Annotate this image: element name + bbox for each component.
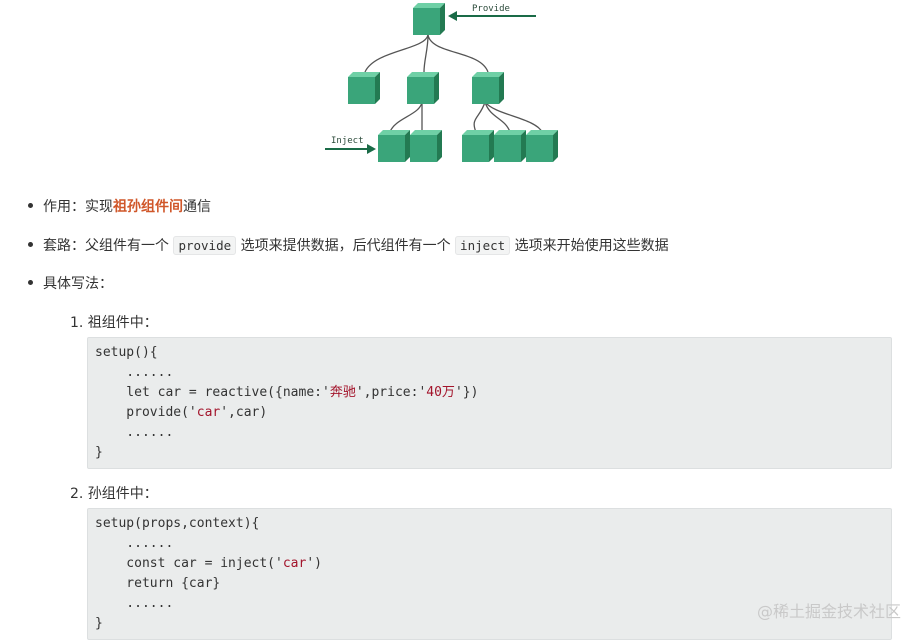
bullet-usage: 具体写法： [28,274,113,294]
inline-code-inject: inject [455,236,511,255]
child-cube-1 [348,72,380,104]
bullet-text: 通信 [183,199,211,215]
bullet-text: 选项来提供数据，后代组件有一个 [240,238,451,254]
inline-code-provide: provide [173,236,237,255]
tree-lines [364,34,543,133]
code-line: ...... [95,425,174,440]
provide-label: Provide [472,4,510,14]
code-line: let car = reactive({name:'奔驰',price:'40万… [95,385,479,400]
grandchild-cube-4 [494,130,526,162]
step-2-label: 2. 孙组件中： [70,486,158,502]
code-line: setup(){ [95,345,158,360]
code-line: ...... [95,536,174,551]
code-block-descendant: setup(props,context){ ...... const car =… [87,508,892,640]
inject-label: Inject [331,136,364,146]
bullet-text: 套路：父组件有一个 [43,238,169,254]
inject-arrow [325,144,376,154]
grandchild-cube-5 [526,130,558,162]
root-cube [413,3,445,35]
child-cube-2 [407,72,439,104]
step-1-label: 1. 祖组件中： [70,315,158,331]
grandchild-cube-1 [378,130,410,162]
watermark: @稀土掘金技术社区 [756,602,901,621]
highlight-text: 祖孙组件间 [113,199,183,215]
code-line: provide('car',car) [95,405,268,420]
bullet-dot [28,279,33,285]
bullet-purpose: 作用：实现祖孙组件间通信 [28,197,211,217]
provide-arrow [448,11,536,21]
grandchild-cube-3 [462,130,494,162]
bullet-text: 作用：实现 [43,199,113,215]
code-line: } [95,445,103,460]
child-cube-3 [472,72,504,104]
grandchild-cube-2 [410,130,442,162]
bullet-pattern: 套路：父组件有一个 provide 选项来提供数据，后代组件有一个 inject… [28,236,669,256]
code-block-ancestor: setup(){ ...... let car = reactive({name… [87,337,892,469]
bullet-dot [28,241,33,247]
code-line: } [95,616,103,631]
code-line: ...... [95,365,174,380]
code-line: ...... [95,596,174,611]
bullet-dot [28,202,33,208]
code-line: const car = inject('car') [95,556,322,571]
code-line: return {car} [95,576,221,591]
code-line: setup(props,context){ [95,516,260,531]
provide-inject-diagram: Provide Inject [325,3,558,162]
bullet-text: 具体写法： [43,276,113,292]
bullet-text: 选项来开始使用这些数据 [514,238,669,254]
